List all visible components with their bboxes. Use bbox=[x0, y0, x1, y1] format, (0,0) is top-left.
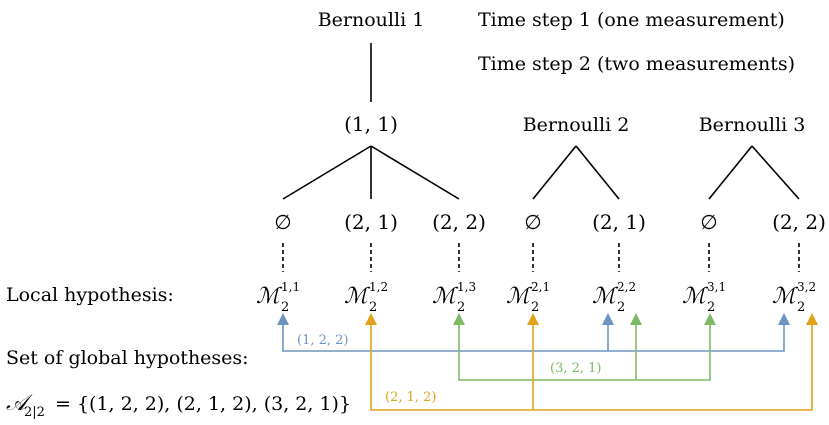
path-label-2-1-2: (2, 1, 2) bbox=[385, 390, 437, 405]
svg-text:2,1: 2,1 bbox=[531, 280, 550, 294]
svg-text:1,2: 1,2 bbox=[369, 280, 388, 294]
svg-text:2: 2 bbox=[457, 300, 465, 315]
local-hypothesis-1-3: ℳ 1,3 2 bbox=[432, 280, 476, 315]
local-hypothesis-2-2: ℳ 2,2 2 bbox=[592, 280, 636, 315]
local-hypothesis-label: Local hypothesis: bbox=[6, 284, 174, 306]
branch-3-empty bbox=[708, 145, 753, 200]
svg-text:2: 2 bbox=[707, 300, 715, 315]
global-hypotheses-label: Set of global hypotheses: bbox=[6, 347, 249, 369]
dotted-connectors bbox=[282, 243, 800, 272]
arrow-head bbox=[602, 313, 614, 325]
local-hypothesis-1-1: ℳ 1,1 2 bbox=[256, 280, 300, 315]
branch-1-empty bbox=[282, 145, 372, 200]
svg-text:ℳ: ℳ bbox=[506, 284, 533, 309]
path-label-1-2-2: (1, 2, 2) bbox=[297, 333, 349, 348]
branch-2-21 bbox=[575, 145, 620, 200]
svg-text:2: 2 bbox=[797, 300, 805, 315]
arrow-head bbox=[453, 313, 465, 325]
leaf-node: (2, 2) bbox=[772, 210, 826, 234]
branch-3-22 bbox=[751, 145, 800, 200]
svg-text:2|2: 2|2 bbox=[24, 405, 45, 420]
bernoulli-2-label: Bernoulli 2 bbox=[523, 114, 630, 136]
local-hypothesis-3-2: ℳ 3,2 2 bbox=[772, 280, 816, 315]
root-node-label: (1, 1) bbox=[344, 112, 398, 136]
svg-text:2,2: 2,2 bbox=[617, 280, 636, 294]
leaf-node: ∅ bbox=[700, 210, 717, 234]
local-hypothesis-1-2: ℳ 1,2 2 bbox=[344, 280, 388, 315]
svg-text:ℳ: ℳ bbox=[772, 284, 799, 309]
svg-text:2: 2 bbox=[531, 300, 539, 315]
branch-2-empty bbox=[532, 145, 577, 200]
svg-text:ℳ: ℳ bbox=[432, 284, 459, 309]
global-hypotheses-set: 𝒜 2|2 = {(1, 2, 2), (2, 1, 2), (3, 2, 1)… bbox=[6, 391, 351, 420]
svg-text:1,3: 1,3 bbox=[457, 280, 476, 294]
leaf-node: ∅ bbox=[524, 210, 541, 234]
arrow-head bbox=[806, 313, 818, 325]
global-hypothesis-path-2-1-2 bbox=[365, 313, 818, 411]
path-label-3-2-1: (3, 2, 1) bbox=[550, 361, 602, 376]
leaf-node: (2, 1) bbox=[344, 210, 398, 234]
path-line bbox=[458, 318, 711, 381]
svg-text:ℳ: ℳ bbox=[592, 284, 619, 309]
svg-text:1,1: 1,1 bbox=[281, 280, 300, 294]
svg-text:2: 2 bbox=[369, 300, 377, 315]
svg-text:3,2: 3,2 bbox=[797, 280, 816, 294]
arrow-head bbox=[365, 313, 377, 325]
svg-text:ℳ: ℳ bbox=[256, 284, 283, 309]
branch-1-22 bbox=[370, 145, 460, 200]
time-step-2-label: Time step 2 (two measurements) bbox=[478, 53, 795, 75]
arrow-head bbox=[527, 313, 539, 325]
svg-text:ℳ: ℳ bbox=[682, 284, 709, 309]
arrow-head bbox=[630, 313, 642, 325]
svg-text:ℳ: ℳ bbox=[344, 284, 371, 309]
tree-branches bbox=[282, 43, 800, 200]
arrow-head bbox=[778, 313, 790, 325]
leaf-node: (2, 1) bbox=[592, 210, 646, 234]
path-line bbox=[370, 318, 813, 411]
svg-text:2: 2 bbox=[281, 300, 289, 315]
local-hypothesis-3-1: ℳ 3,1 2 bbox=[682, 280, 726, 315]
svg-text:2: 2 bbox=[617, 300, 625, 315]
svg-text:3,1: 3,1 bbox=[707, 280, 726, 294]
global-hypothesis-path-3-2-1 bbox=[453, 313, 716, 381]
arrow-head bbox=[277, 313, 289, 325]
leaf-node: (2, 2) bbox=[432, 210, 486, 234]
time-step-1-label: Time step 1 (one measurement) bbox=[478, 9, 785, 31]
bernoulli-1-label: Bernoulli 1 bbox=[318, 9, 425, 31]
local-hypothesis-2-1: ℳ 2,1 2 bbox=[506, 280, 550, 315]
bernoulli-3-label: Bernoulli 3 bbox=[699, 114, 806, 136]
arrow-head bbox=[704, 313, 716, 325]
leaf-node: ∅ bbox=[274, 210, 291, 234]
svg-text:= {(1, 2, 2), (2, 1, 2), (3, 2: = {(1, 2, 2), (2, 1, 2), (3, 2, 1)} bbox=[55, 393, 351, 415]
